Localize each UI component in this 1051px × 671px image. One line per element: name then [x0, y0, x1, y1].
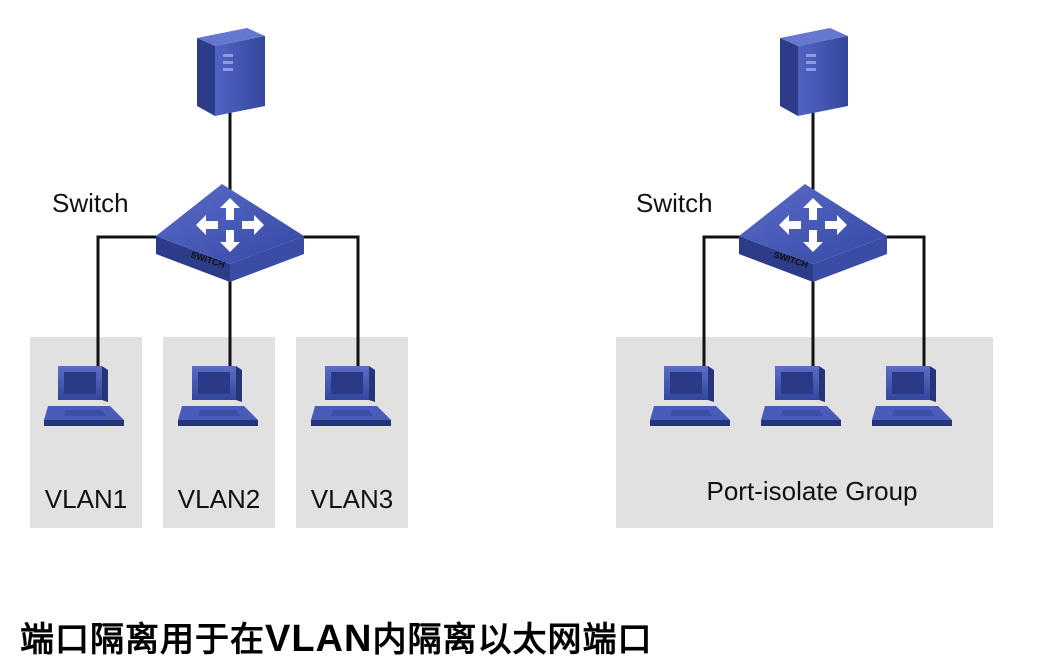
vlan-label: VLAN1 — [45, 484, 127, 514]
vlan-label: VLAN3 — [311, 484, 393, 514]
left-diagram: SWITCH Switch VLAN1 VLAN2 VLAN3 — [30, 28, 408, 528]
right-diagram: SWITCH Switch Port-isolate Group — [616, 28, 993, 528]
left-links — [96, 112, 360, 375]
caption-part1: 端口隔离用于在 — [20, 620, 265, 660]
caption: 端口隔离用于在VLAN内隔离以太网端口 — [20, 612, 652, 661]
group-label: Port-isolate Group — [707, 476, 918, 506]
server-icon — [780, 28, 848, 116]
switch-icon: SWITCH — [156, 184, 304, 282]
switch-label: Switch — [636, 188, 713, 218]
vlan-label: VLAN2 — [178, 484, 260, 514]
right-links — [702, 112, 926, 375]
switch-label: Switch — [52, 188, 129, 218]
server-icon — [197, 28, 265, 116]
caption-part3: 内隔离以太网端口 — [372, 620, 653, 660]
switch-icon: SWITCH — [739, 184, 887, 282]
caption-part2: VLAN — [265, 618, 373, 660]
